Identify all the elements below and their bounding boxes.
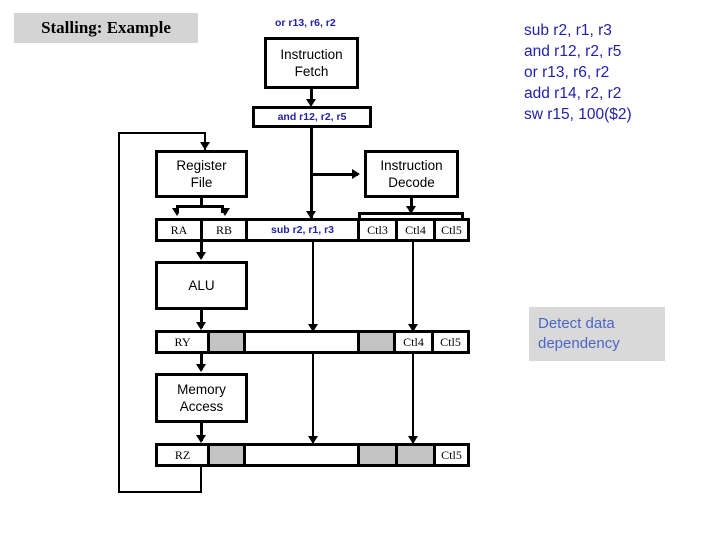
callout-line-1: Detect data: [538, 315, 615, 332]
connector-ry-to-rz: [312, 354, 314, 444]
feedback-line-left: [118, 132, 120, 493]
alu-box: ALU: [155, 261, 248, 310]
instruction-fetch-line-1: Instruction: [280, 47, 343, 62]
memory-access-box: Memory Access: [155, 373, 248, 423]
connector-ctl-to-ry: [412, 242, 414, 332]
ry-pipeline-register-row: RY Ctl4 Ctl5: [155, 330, 470, 354]
arrow-ry-to-rz: [308, 436, 318, 444]
instruction-decode-box: Instruction Decode: [364, 150, 459, 198]
connector-ifid-to-decode: [310, 173, 358, 176]
register-file-box: Register File: [155, 150, 248, 198]
arrow-decode-to-ctl: [406, 206, 416, 214]
connector-ra-to-alu: [200, 242, 203, 258]
arrow-fetch-to-ifid: [306, 99, 316, 107]
ry-cell-blank: [246, 333, 360, 351]
rz-cell-blank: [246, 446, 360, 464]
instruction-line: sub r2, r1, r3: [524, 22, 612, 39]
arrow-ryctl-to-rz: [408, 436, 418, 444]
connector-memory-to-rz: [200, 423, 203, 441]
memory-access-line-2: Access: [179, 399, 224, 414]
arrow-memory-to-rz: [196, 435, 206, 443]
connector-alu-to-ry: [200, 310, 203, 328]
arrow-ry-to-memory: [196, 364, 206, 372]
slide-title-box: Stalling: Example: [14, 13, 198, 43]
ifid-register-box: and r12, r2, r5: [252, 106, 372, 128]
instruction-fetch-line-2: Fetch: [294, 64, 329, 79]
arrow-feedback-to-register-file: [200, 142, 210, 150]
rz-cell-grey-3: [398, 446, 436, 464]
ra-rb-split-bracket: [176, 205, 224, 213]
connector-ry-to-memory: [200, 354, 203, 370]
ry-cell-grey-1: [210, 333, 246, 351]
rz-cell-grey-1: [210, 446, 246, 464]
instruction-decode-line-1: Instruction: [380, 158, 443, 173]
ry-cell-ctl5: Ctl5: [434, 333, 467, 351]
register-file-line-2: File: [190, 175, 213, 190]
arrow-rf-to-rb: [220, 208, 230, 216]
instruction-fetch-box: Instruction Fetch: [264, 37, 359, 89]
feedback-line-top: [118, 132, 206, 134]
connector-fetch-to-ifid: [310, 89, 313, 103]
feedback-line-bottom: [118, 491, 202, 493]
detect-data-dependency-callout: Detect data dependency: [529, 307, 665, 361]
ry-cell-ry: RY: [158, 333, 210, 351]
register-file-line-1: Register: [176, 158, 227, 173]
idrf-pipeline-register-row: RA RB sub r2, r1, r3 Ctl3 Ctl4 Ctl5: [155, 218, 470, 242]
instruction-listing: sub r2, r1, r3 and r12, r2, r5 or r13, r…: [524, 20, 714, 125]
arrow-ifid-to-idrf: [306, 211, 316, 219]
connector-rf-out: [200, 198, 203, 206]
instruction-line: and r12, r2, r5: [524, 43, 622, 60]
ctl-group-bracket: [358, 212, 464, 220]
idrf-cell-ra: RA: [158, 221, 203, 239]
connector-idrf-to-ry: [312, 242, 314, 332]
connector-ryctl-to-rz: [412, 354, 414, 444]
feedback-line-down: [200, 467, 202, 493]
callout-line-2: dependency: [538, 335, 620, 352]
instruction-line: sw r15, 100($2): [524, 106, 632, 123]
rz-pipeline-register-row: RZ Ctl5: [155, 443, 470, 467]
idrf-cell-instruction: sub r2, r1, r3: [248, 221, 360, 239]
arrow-ifid-to-decode: [352, 169, 360, 179]
page-title: Stalling: Example: [41, 18, 171, 37]
arrow-alu-to-ry: [196, 322, 206, 330]
rz-cell-rz: RZ: [158, 446, 210, 464]
instruction-line: or r13, r6, r2: [524, 64, 610, 81]
connector-decode-to-ctl: [410, 198, 413, 210]
alu-label: ALU: [188, 278, 215, 293]
instruction-line: add r14, r2, r2: [524, 85, 622, 102]
arrow-ra-to-alu: [196, 252, 206, 260]
idrf-cell-ctl5: Ctl5: [436, 221, 467, 239]
instruction-decode-line-2: Decode: [388, 175, 435, 190]
arrow-idrf-to-ry: [308, 324, 318, 332]
fetch-input-instruction-label: or r13, r6, r2: [275, 17, 336, 29]
ry-cell-ctl4: Ctl4: [396, 333, 434, 351]
ry-cell-grey-2: [360, 333, 396, 351]
memory-access-line-1: Memory: [177, 382, 226, 397]
idrf-cell-rb: RB: [203, 221, 248, 239]
idrf-cell-ctl3: Ctl3: [360, 221, 398, 239]
rz-cell-grey-2: [360, 446, 398, 464]
arrow-ctl-to-ry: [408, 324, 418, 332]
idrf-cell-ctl4: Ctl4: [398, 221, 436, 239]
rz-cell-ctl5: Ctl5: [436, 446, 467, 464]
